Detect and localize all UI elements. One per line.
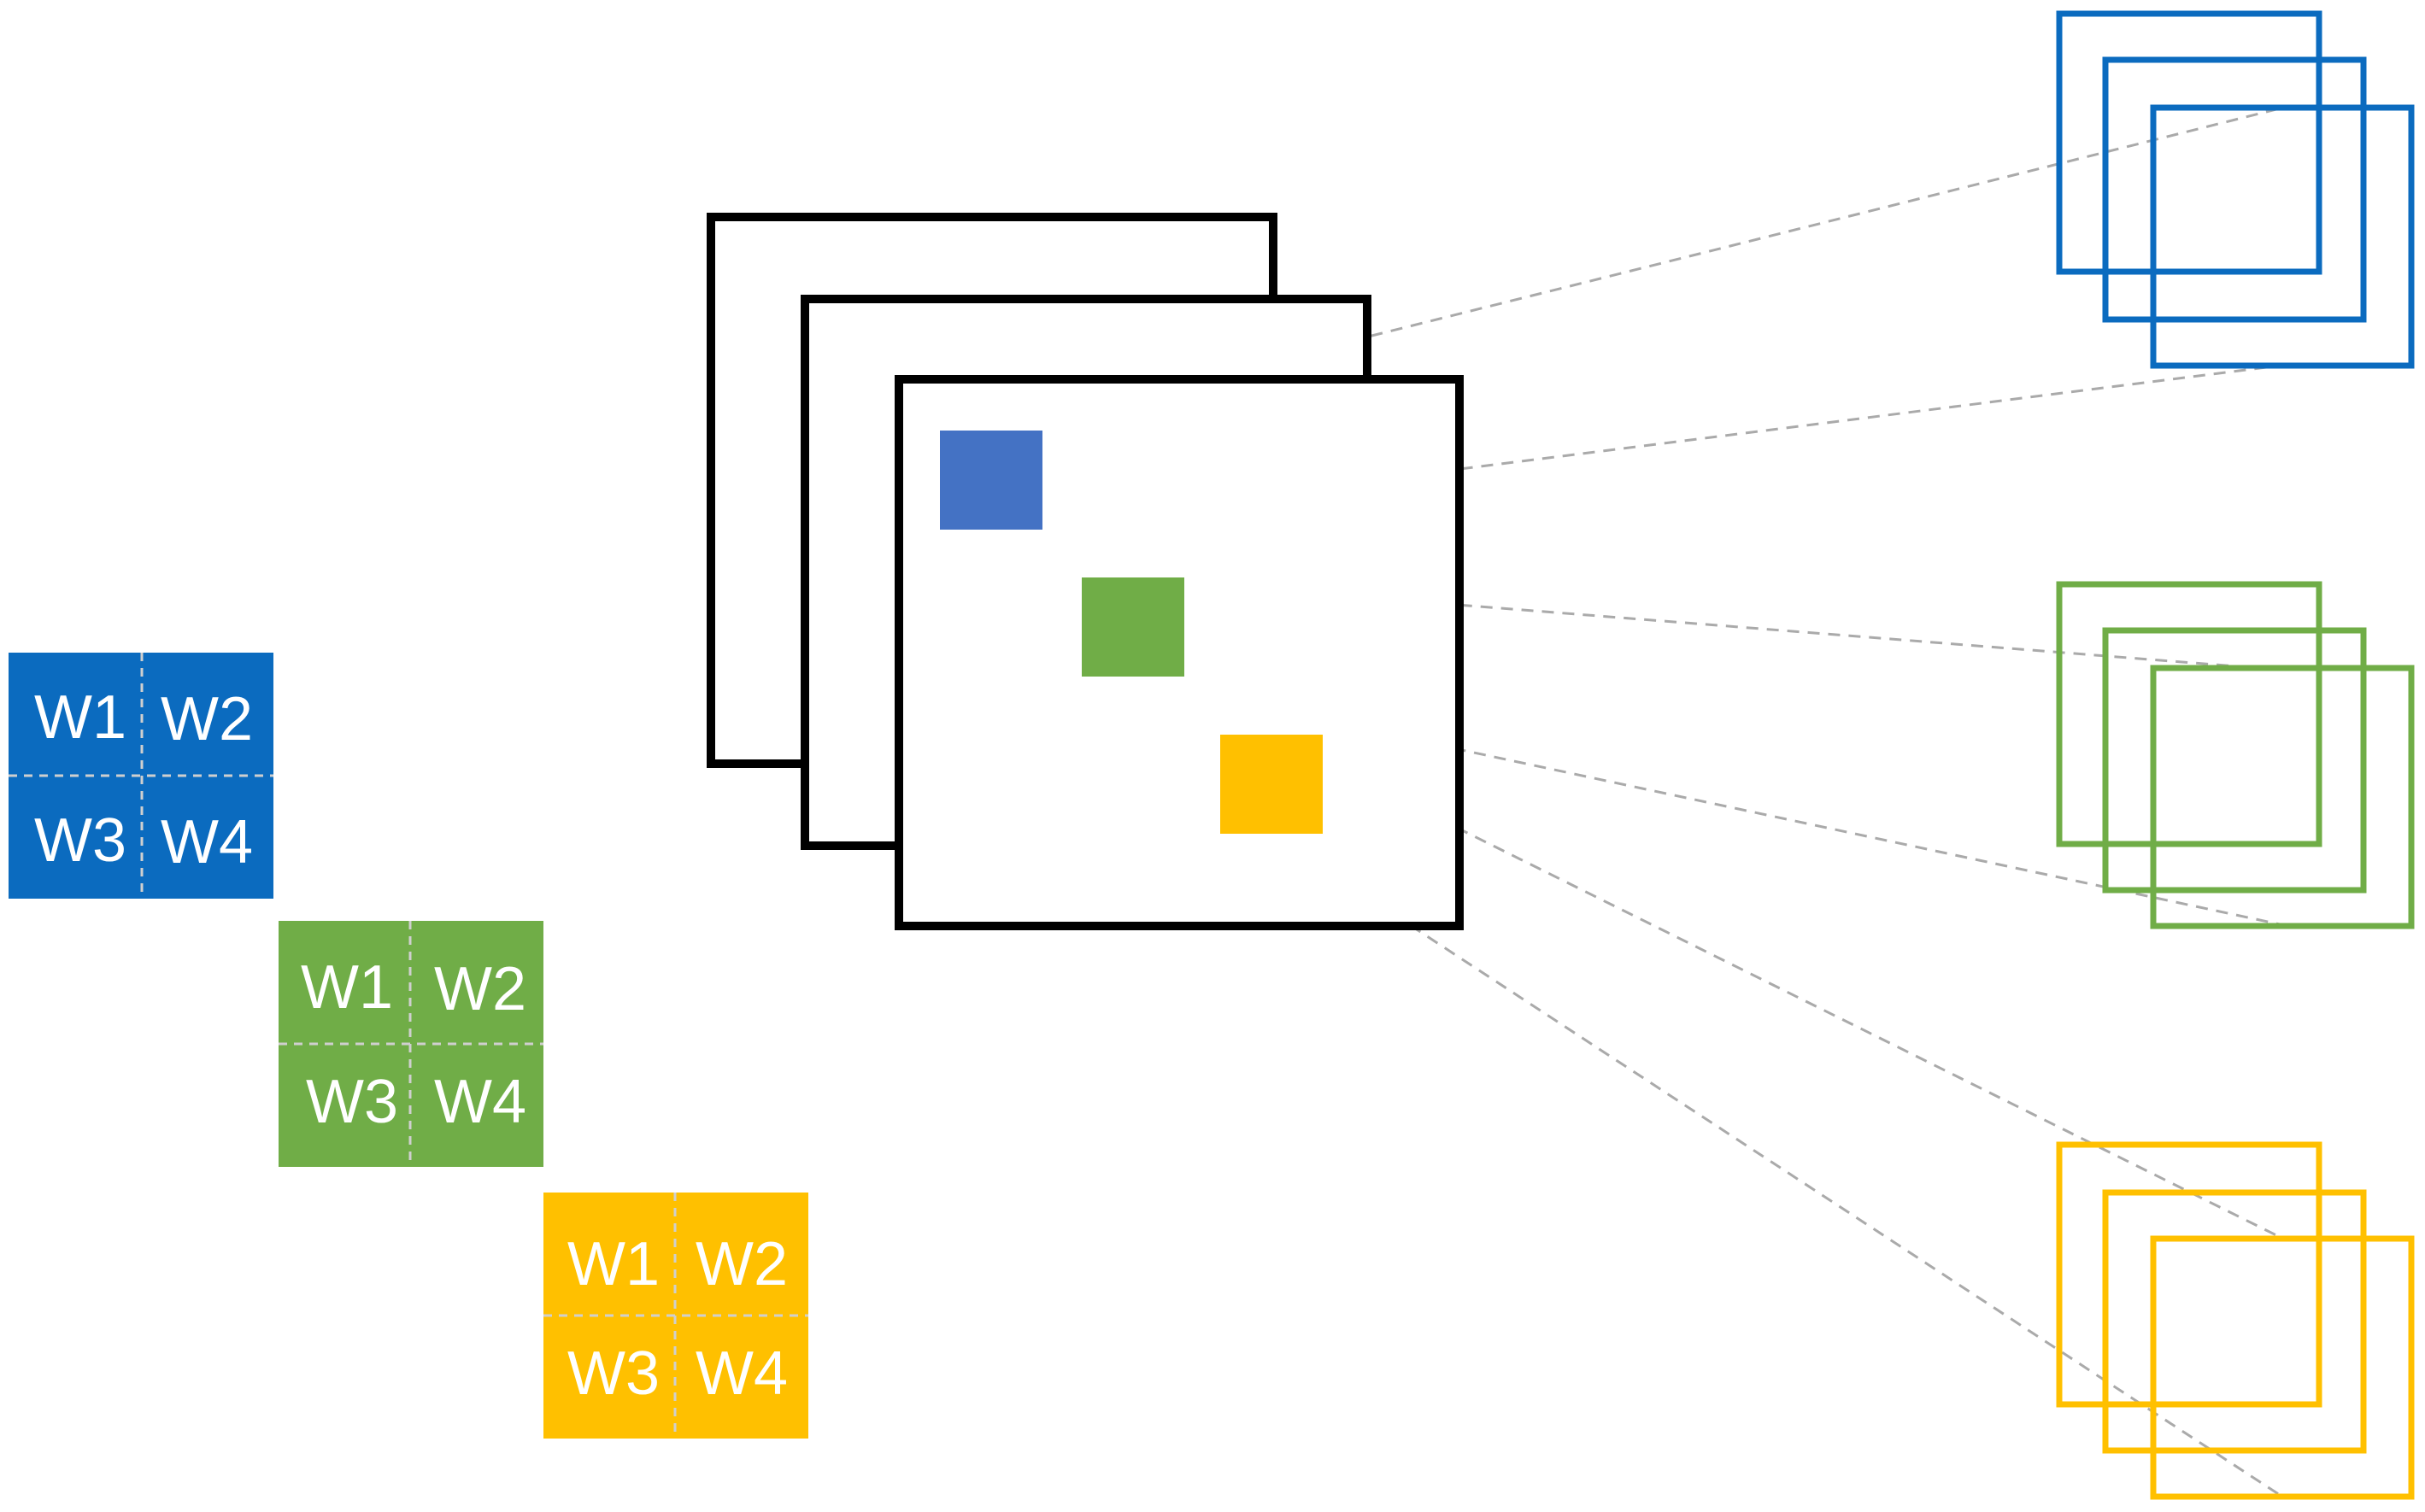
kernel-green-w3: W3 — [306, 1068, 398, 1136]
kernel-blue-w1: W1 — [34, 683, 126, 752]
yellow-patch — [1220, 735, 1323, 834]
kernel-yellow-w3: W3 — [567, 1339, 660, 1408]
kernel-yellow-w1: W1 — [567, 1230, 660, 1298]
blue-projection-top — [992, 107, 2281, 432]
kernel-green-w4: W4 — [434, 1068, 526, 1136]
output-stack-blue — [2056, 10, 2415, 369]
kernel-blue: W1 W2 W3 W4 — [9, 653, 273, 899]
output-blue-layer-1 — [2056, 10, 2322, 275]
output-green-layer-2 — [2102, 627, 2367, 894]
kernel-blue-w3: W3 — [34, 806, 126, 875]
yellow-projection-bottom — [1272, 834, 2281, 1497]
kernel-yellow: W1 W2 W3 W4 — [543, 1193, 808, 1439]
blue-patch — [940, 431, 1042, 530]
output-blue-layer-3 — [2150, 104, 2415, 369]
kernel-yellow-w4: W4 — [696, 1339, 788, 1408]
receptive-patches — [940, 431, 1323, 834]
kernel-yellow-w2: W2 — [696, 1230, 788, 1298]
output-stack-green — [2056, 581, 2415, 929]
kernel-blue-w2: W2 — [161, 685, 253, 753]
output-yellow-layer-2 — [2102, 1189, 2367, 1454]
kernel-blue-w4: W4 — [161, 808, 253, 876]
output-green-layer-3 — [2150, 665, 2415, 929]
kernel-green-w1: W1 — [301, 953, 393, 1022]
kernel-green-w2: W2 — [434, 955, 526, 1023]
output-green-layer-1 — [2056, 581, 2322, 847]
output-yellow-layer-1 — [2056, 1141, 2322, 1408]
kernel-green: W1 W2 W3 W4 — [279, 921, 543, 1167]
input-feature-stack — [707, 213, 1464, 930]
output-stack-yellow — [2056, 1141, 2415, 1500]
output-yellow-layer-3 — [2150, 1235, 2415, 1500]
green-patch — [1082, 577, 1184, 677]
output-blue-layer-2 — [2102, 56, 2367, 323]
